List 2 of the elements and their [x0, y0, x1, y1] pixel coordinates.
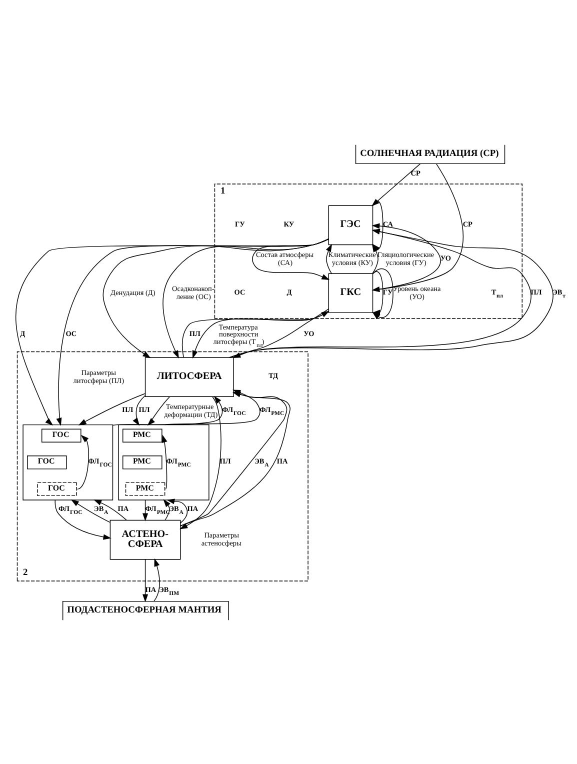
node-text: СОЛНЕЧНАЯ РАДИАЦИЯ (СР): [360, 148, 499, 159]
node-text: ПОДАСТЕНОСФЕРНАЯ МАНТИЯ: [67, 604, 222, 615]
